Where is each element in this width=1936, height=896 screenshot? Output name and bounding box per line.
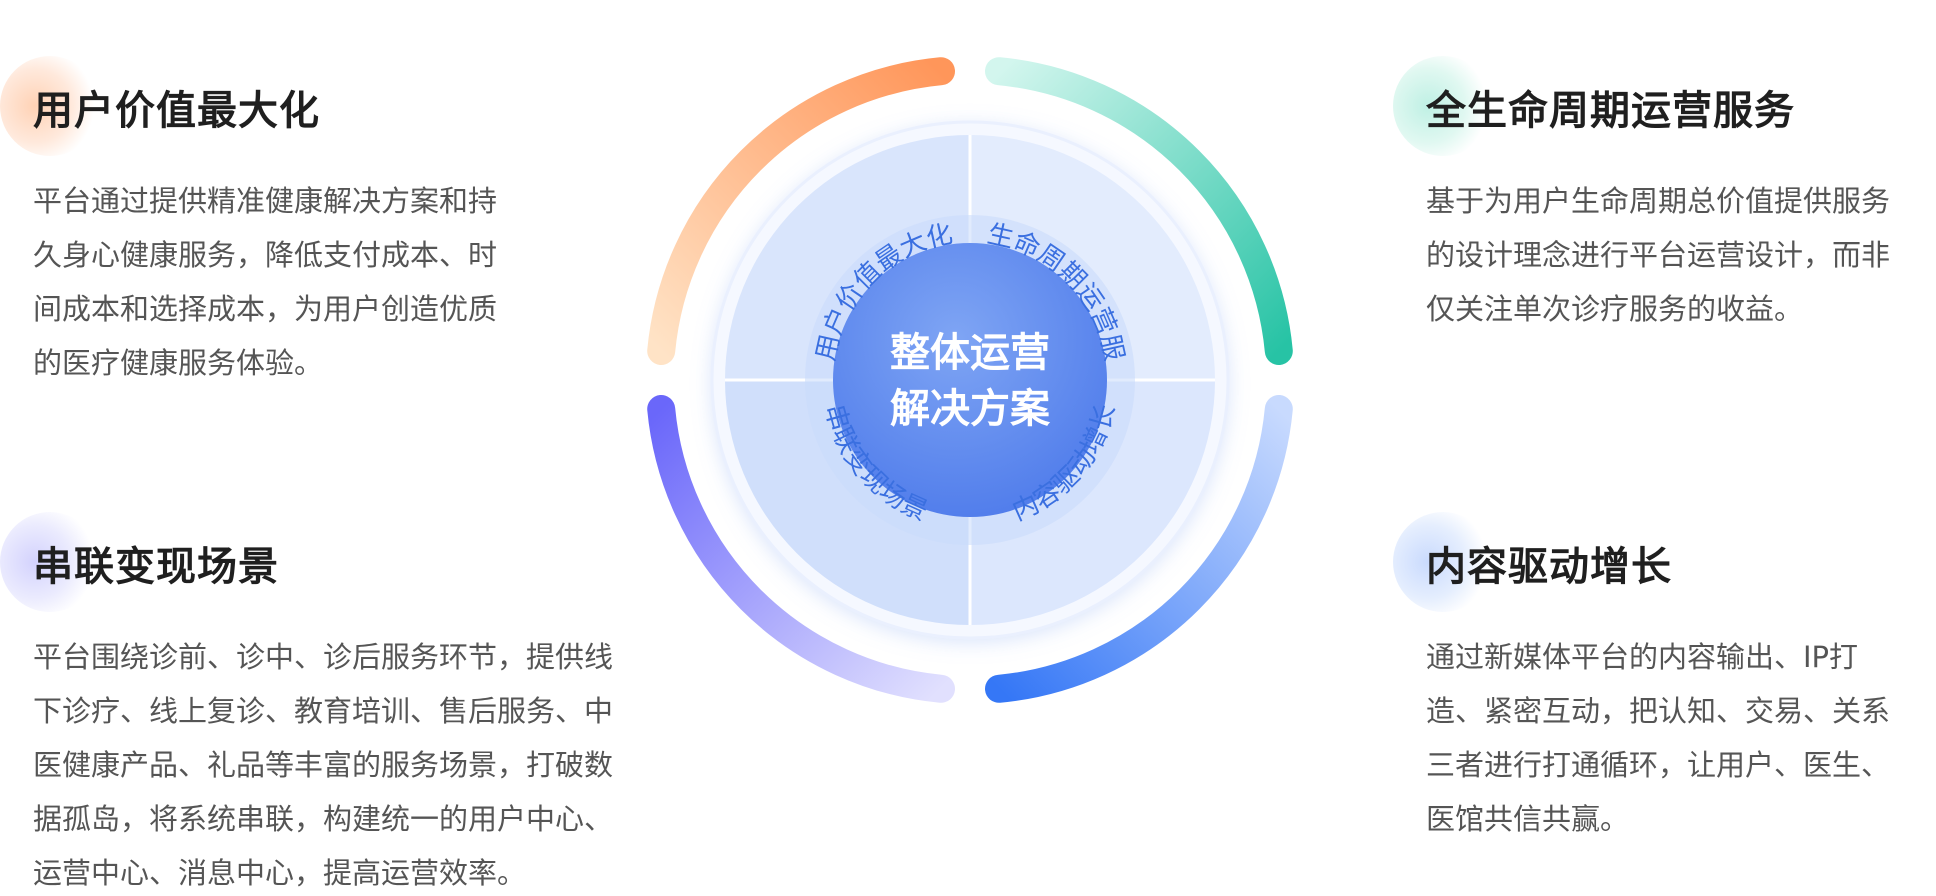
desc-line: 平台通过提供精准健康解决方案和持 — [33, 184, 498, 218]
desc-line: 运营中心、消息中心，提高运营效率。 — [33, 856, 527, 890]
section-description: 平台通过提供精准健康解决方案和持 久身心健康服务，降低支付成本、时 间成本和选择… — [33, 174, 497, 390]
blue-blob-icon — [1393, 512, 1493, 612]
outer-disc-ring — [710, 120, 1230, 640]
orange-arc — [647, 57, 955, 365]
section-title: 内容驱动增长 — [1426, 544, 1672, 590]
circular-diagram: 整体运营 解决方案 用户价值最大化 全生命周期运营服务 串联变现场景 内容驱动增… — [630, 40, 1293, 703]
center-title-line2: 解决方案 — [890, 386, 1051, 432]
center-title-line1: 整体运营 — [890, 330, 1050, 376]
section-title: 用户价值最大化 — [33, 88, 320, 134]
desc-line: 的设计理念进行平台运营设计，而非 — [1426, 238, 1891, 272]
section-description: 基于为用户生命周期总价值提供服务 的设计理念进行平台运营设计，而非 仅关注单次诊… — [1426, 174, 1890, 336]
desc-line: 久身心健康服务，降低支付成本、时 — [33, 238, 498, 272]
desc-line: 通过新媒体平台的内容输出、IP打 — [1426, 640, 1859, 674]
desc-line: 的医疗健康服务体验。 — [33, 346, 324, 380]
desc-line: 据孤岛，将系统串联，构建统一的用户中心、 — [33, 802, 614, 836]
teal-blob-icon — [1393, 56, 1493, 156]
center-circle — [833, 243, 1107, 517]
blue-arc — [985, 395, 1293, 703]
section-header: 串联变现场景 — [0, 512, 613, 612]
desc-line: 平台围绕诊前、诊中、诊后服务环节，提供线 — [33, 640, 614, 674]
desc-line: 下诊疗、线上复诊、教育培训、售后服务、中 — [33, 694, 614, 728]
section-description: 平台围绕诊前、诊中、诊后服务环节，提供线 下诊疗、线上复诊、教育培训、售后服务、… — [33, 630, 613, 896]
desc-line: 仅关注单次诊疗服务的收益。 — [1426, 292, 1804, 326]
section-header: 内容驱动增长 — [1393, 512, 1890, 612]
orange-blob-icon — [0, 56, 100, 156]
teal-arc — [985, 57, 1293, 365]
purple-arc — [647, 395, 955, 703]
section-monetization: 串联变现场景 平台围绕诊前、诊中、诊后服务环节，提供线 下诊疗、线上复诊、教育培… — [0, 512, 613, 896]
section-title: 全生命周期运营服务 — [1426, 88, 1795, 134]
desc-line: 间成本和选择成本，为用户创造优质 — [33, 292, 498, 326]
section-description: 通过新媒体平台的内容输出、IP打 造、紧密互动，把认知、交易、关系 三者进行打通… — [1426, 630, 1890, 846]
desc-line: 医健康产品、礼品等丰富的服务场景，打破数 — [33, 748, 614, 782]
desc-line: 基于为用户生命周期总价值提供服务 — [1426, 184, 1891, 218]
section-content-growth: 内容驱动增长 通过新媒体平台的内容输出、IP打 造、紧密互动，把认知、交易、关系… — [1393, 512, 1890, 846]
desc-line: 医馆共信共赢。 — [1426, 802, 1630, 836]
section-header: 用户价值最大化 — [0, 56, 497, 156]
section-user-value: 用户价值最大化 平台通过提供精准健康解决方案和持 久身心健康服务，降低支付成本、… — [0, 56, 497, 390]
purple-blob-icon — [0, 512, 100, 612]
section-lifecycle: 全生命周期运营服务 基于为用户生命周期总价值提供服务 的设计理念进行平台运营设计… — [1393, 56, 1890, 336]
section-header: 全生命周期运营服务 — [1393, 56, 1890, 156]
section-title: 串联变现场景 — [33, 544, 279, 590]
desc-line: 三者进行打通循环，让用户、医生、 — [1426, 748, 1891, 782]
desc-line: 造、紧密互动，把认知、交易、关系 — [1426, 694, 1891, 728]
